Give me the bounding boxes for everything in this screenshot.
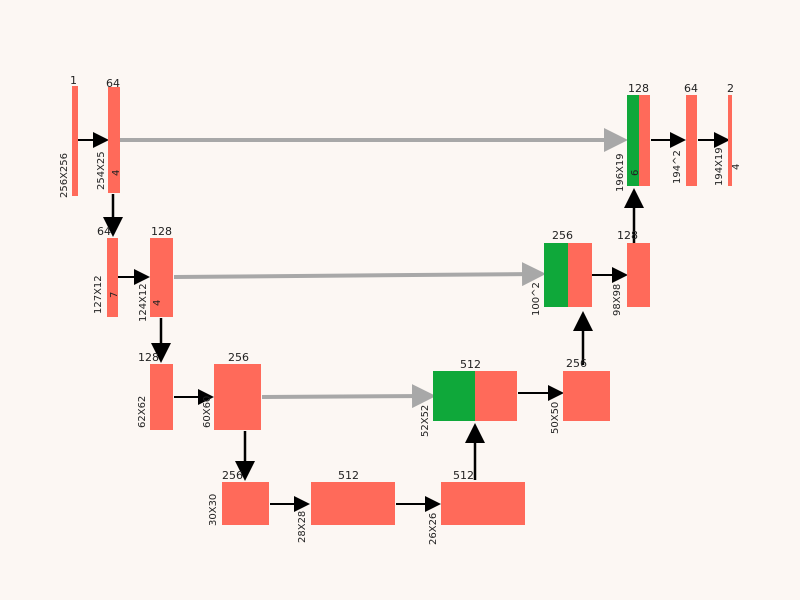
size-label-bottom-b: 28X28 [297, 510, 308, 543]
size-label-enc2-in-tail: 7 [109, 291, 120, 298]
size-label-enc1-out: 254X25 [96, 151, 107, 190]
size-label-bottom-c: 26X26 [428, 512, 439, 545]
size-label-dec1-mid: 194^2 [672, 150, 683, 184]
conv-block-dec3 [563, 371, 610, 421]
channel-label-dec3-concat: 512 [460, 358, 481, 371]
size-label-dec1-in: 196X19 [615, 153, 626, 192]
concat-block-dec3 [433, 371, 475, 421]
pool-block-bottom [222, 482, 269, 525]
size-label-bottom-a: 30X30 [208, 493, 219, 526]
size-label-dec3-out: 50X50 [550, 401, 561, 434]
conv-block-bottom2 [441, 482, 525, 525]
size-label-enc2-in: 127X12 [93, 275, 104, 314]
skip-arrow-level2 [173, 262, 546, 287]
channel-label-enc3-out: 256 [228, 351, 249, 364]
size-label-dec2-out: 98X98 [612, 283, 623, 316]
conv-block-enc2 [150, 238, 173, 317]
channel-label-bottom-a: 256 [222, 469, 243, 482]
channel-label-dec1-concat: 128 [628, 82, 649, 95]
upconv-block-dec2 [568, 243, 592, 307]
channel-label-enc2-out: 128 [151, 225, 172, 238]
upconv-block-dec3 [475, 371, 517, 421]
size-label-enc1-in: 256X256 [59, 152, 70, 198]
channel-label-dec2-out: 128 [617, 229, 638, 242]
channel-label-bottom-c: 512 [453, 469, 474, 482]
channel-label-dec2-concat: 256 [552, 229, 573, 242]
channel-label-bottom-b: 512 [338, 469, 359, 482]
pool-block-enc3 [150, 364, 173, 430]
upconv-block-dec1 [639, 95, 650, 186]
conv-block-bottom1 [311, 482, 395, 525]
channel-label-enc1-in: 1 [70, 74, 77, 87]
size-label-enc1-out-tail: 4 [111, 169, 122, 176]
concat-block-dec2 [544, 243, 568, 307]
skip-arrow-level3 [261, 384, 436, 409]
output-block [728, 95, 732, 186]
conv-block-dec1 [686, 95, 697, 186]
size-label-enc2-out-tail: 4 [152, 299, 163, 306]
pool-block-enc2 [107, 238, 118, 317]
channel-label-dec1-mid: 64 [684, 82, 698, 95]
conv-block-enc3 [214, 364, 261, 430]
size-label-enc3-out: 60X60 [202, 395, 213, 428]
size-label-enc3-in: 62X62 [137, 395, 148, 428]
size-label-dec1-in-tail: 6 [630, 169, 641, 176]
concat-block-dec1 [627, 95, 639, 186]
size-label-enc2-out: 124X12 [138, 283, 149, 322]
conv-block-dec2 [627, 243, 650, 307]
channel-label-enc1-out: 64 [106, 77, 120, 90]
channel-label-dec1-out: 2 [727, 82, 734, 95]
conv-block-enc1 [108, 87, 120, 193]
size-label-dec2-in: 100^2 [531, 282, 542, 316]
size-label-dec1-out-tail: 4 [731, 163, 742, 170]
size-label-dec1-out: 194X19 [714, 147, 725, 186]
channel-label-dec3-out: 256 [566, 357, 587, 370]
size-label-dec3-in: 52X52 [420, 404, 431, 437]
channel-label-enc3-in: 128 [138, 351, 159, 364]
input-block [72, 86, 78, 196]
channel-label-enc2-in: 64 [97, 225, 111, 238]
